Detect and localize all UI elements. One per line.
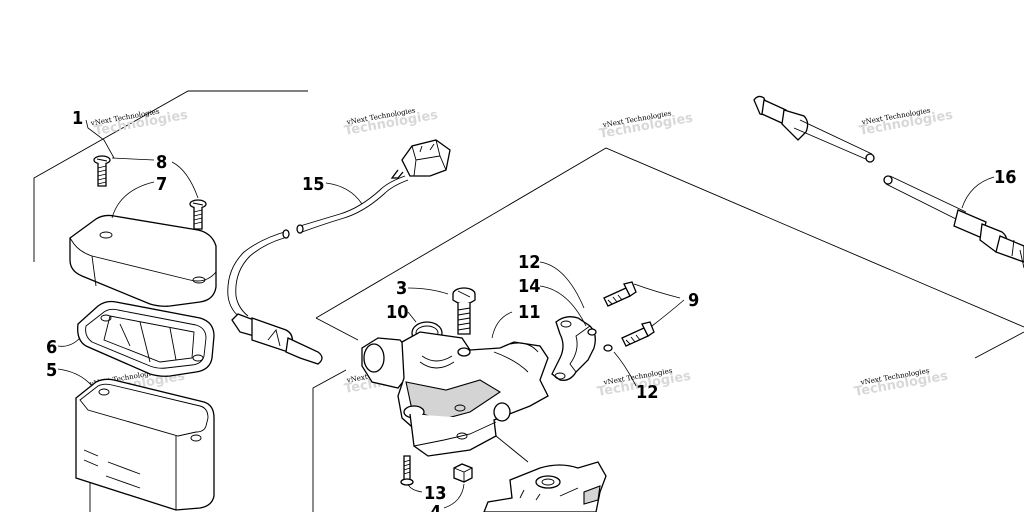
screw-part-8	[93, 155, 207, 230]
reservoir-cover-part-7	[69, 214, 217, 307]
reservoir-body-part-5	[75, 378, 215, 511]
callout-15: 15	[302, 174, 325, 195]
reference-frames	[33, 90, 1024, 512]
callout-13: 13	[424, 483, 447, 504]
master-cylinder-body	[361, 331, 549, 463]
screws-part-9	[603, 281, 655, 347]
callout-3: 3	[396, 278, 407, 299]
callout-4: 4	[430, 502, 441, 512]
callout-12: 12	[518, 252, 541, 273]
brake-cable-part-16	[753, 95, 1024, 269]
bolt-part-3	[452, 287, 476, 335]
callout-9: 9	[688, 290, 699, 311]
lever-part-2	[483, 461, 607, 512]
screw-part-13	[400, 455, 414, 486]
callout-1: 1	[72, 108, 83, 129]
callout-5: 5	[46, 360, 57, 381]
callout-labels: 1 8 7 6 5 15 3 10 11 12 14 9 12 13 4 16	[46, 108, 1017, 512]
callout-14: 14	[518, 276, 541, 297]
callout-16: 16	[994, 167, 1017, 188]
washers-part-14	[587, 328, 613, 352]
gasket-part-6	[77, 300, 215, 377]
nut-part-4	[453, 463, 473, 483]
leader-lines	[57, 119, 995, 509]
callout-8: 8	[156, 152, 167, 173]
callout-12: 12	[636, 382, 659, 403]
callout-7: 7	[156, 174, 167, 195]
brake-switch-harness-part-15	[227, 139, 451, 365]
callout-10: 10	[386, 302, 409, 323]
callout-6: 6	[46, 337, 57, 358]
callout-11: 11	[518, 302, 541, 323]
clamp-part-11	[551, 316, 596, 381]
